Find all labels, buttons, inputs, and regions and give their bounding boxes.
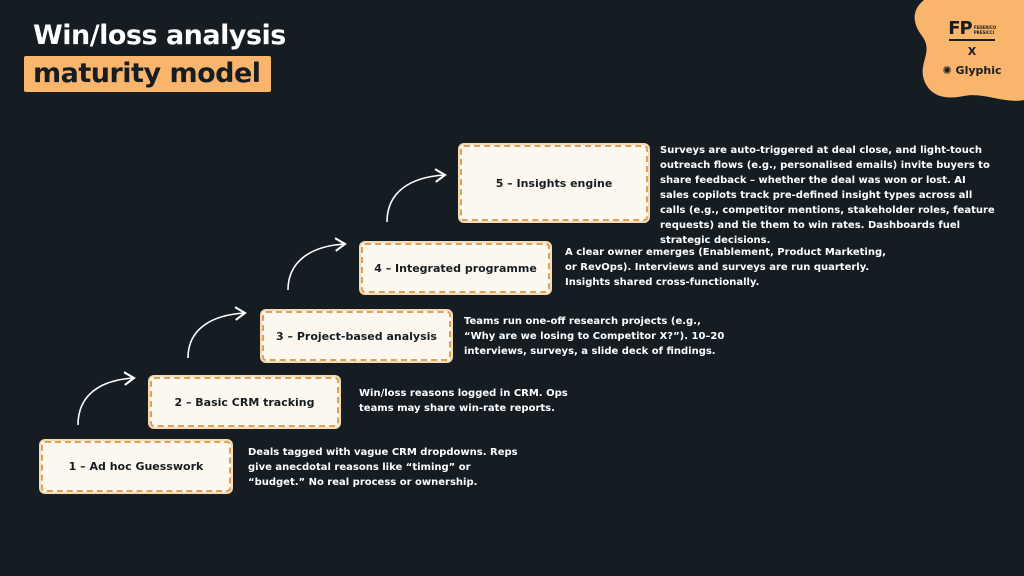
page-subtitle: maturity model (24, 56, 271, 92)
stage-2-description: Win/loss reasons logged in CRM. Ops team… (359, 388, 568, 414)
arrow-1-to-2 (77, 371, 136, 426)
fp-logo-subtext: FEDERICO PRESICCI (973, 24, 997, 35)
stage-4-description: A clear owner emerges (Enablement, Produ… (565, 247, 886, 288)
stage-3-box: 3 – Project-based analysis (262, 311, 451, 361)
logo-background-shape (914, 0, 1024, 101)
stage-1-description: Deals tagged with vague CRM dropdowns. R… (248, 447, 518, 488)
page-title: Win/loss analysis (33, 20, 286, 51)
stage-3-description: Teams run one-off research projects (e.g… (464, 316, 725, 357)
fp-logo-text: FP (948, 18, 972, 39)
stage-1-box: 1 – Ad hoc Guesswork (41, 441, 231, 492)
arrow-4-to-5 (386, 168, 447, 223)
glyphic-logo: ✺ Glyphic (926, 64, 1018, 77)
glyphic-star-icon: ✺ (942, 64, 952, 77)
stage-2-box: 2 – Basic CRM tracking (150, 377, 339, 427)
stage-4-box: 4 – Integrated programme (361, 243, 550, 293)
glyphic-logo-text: Glyphic (955, 64, 1002, 77)
stage-5-box: 5 – Insights engine (460, 145, 648, 221)
stage-5-description: Surveys are auto-triggered at deal close… (660, 145, 995, 246)
logo-divider (949, 39, 995, 41)
arrow-3-to-4 (287, 237, 347, 291)
logo-x: X (967, 45, 977, 58)
arrow-2-to-3 (187, 306, 247, 359)
